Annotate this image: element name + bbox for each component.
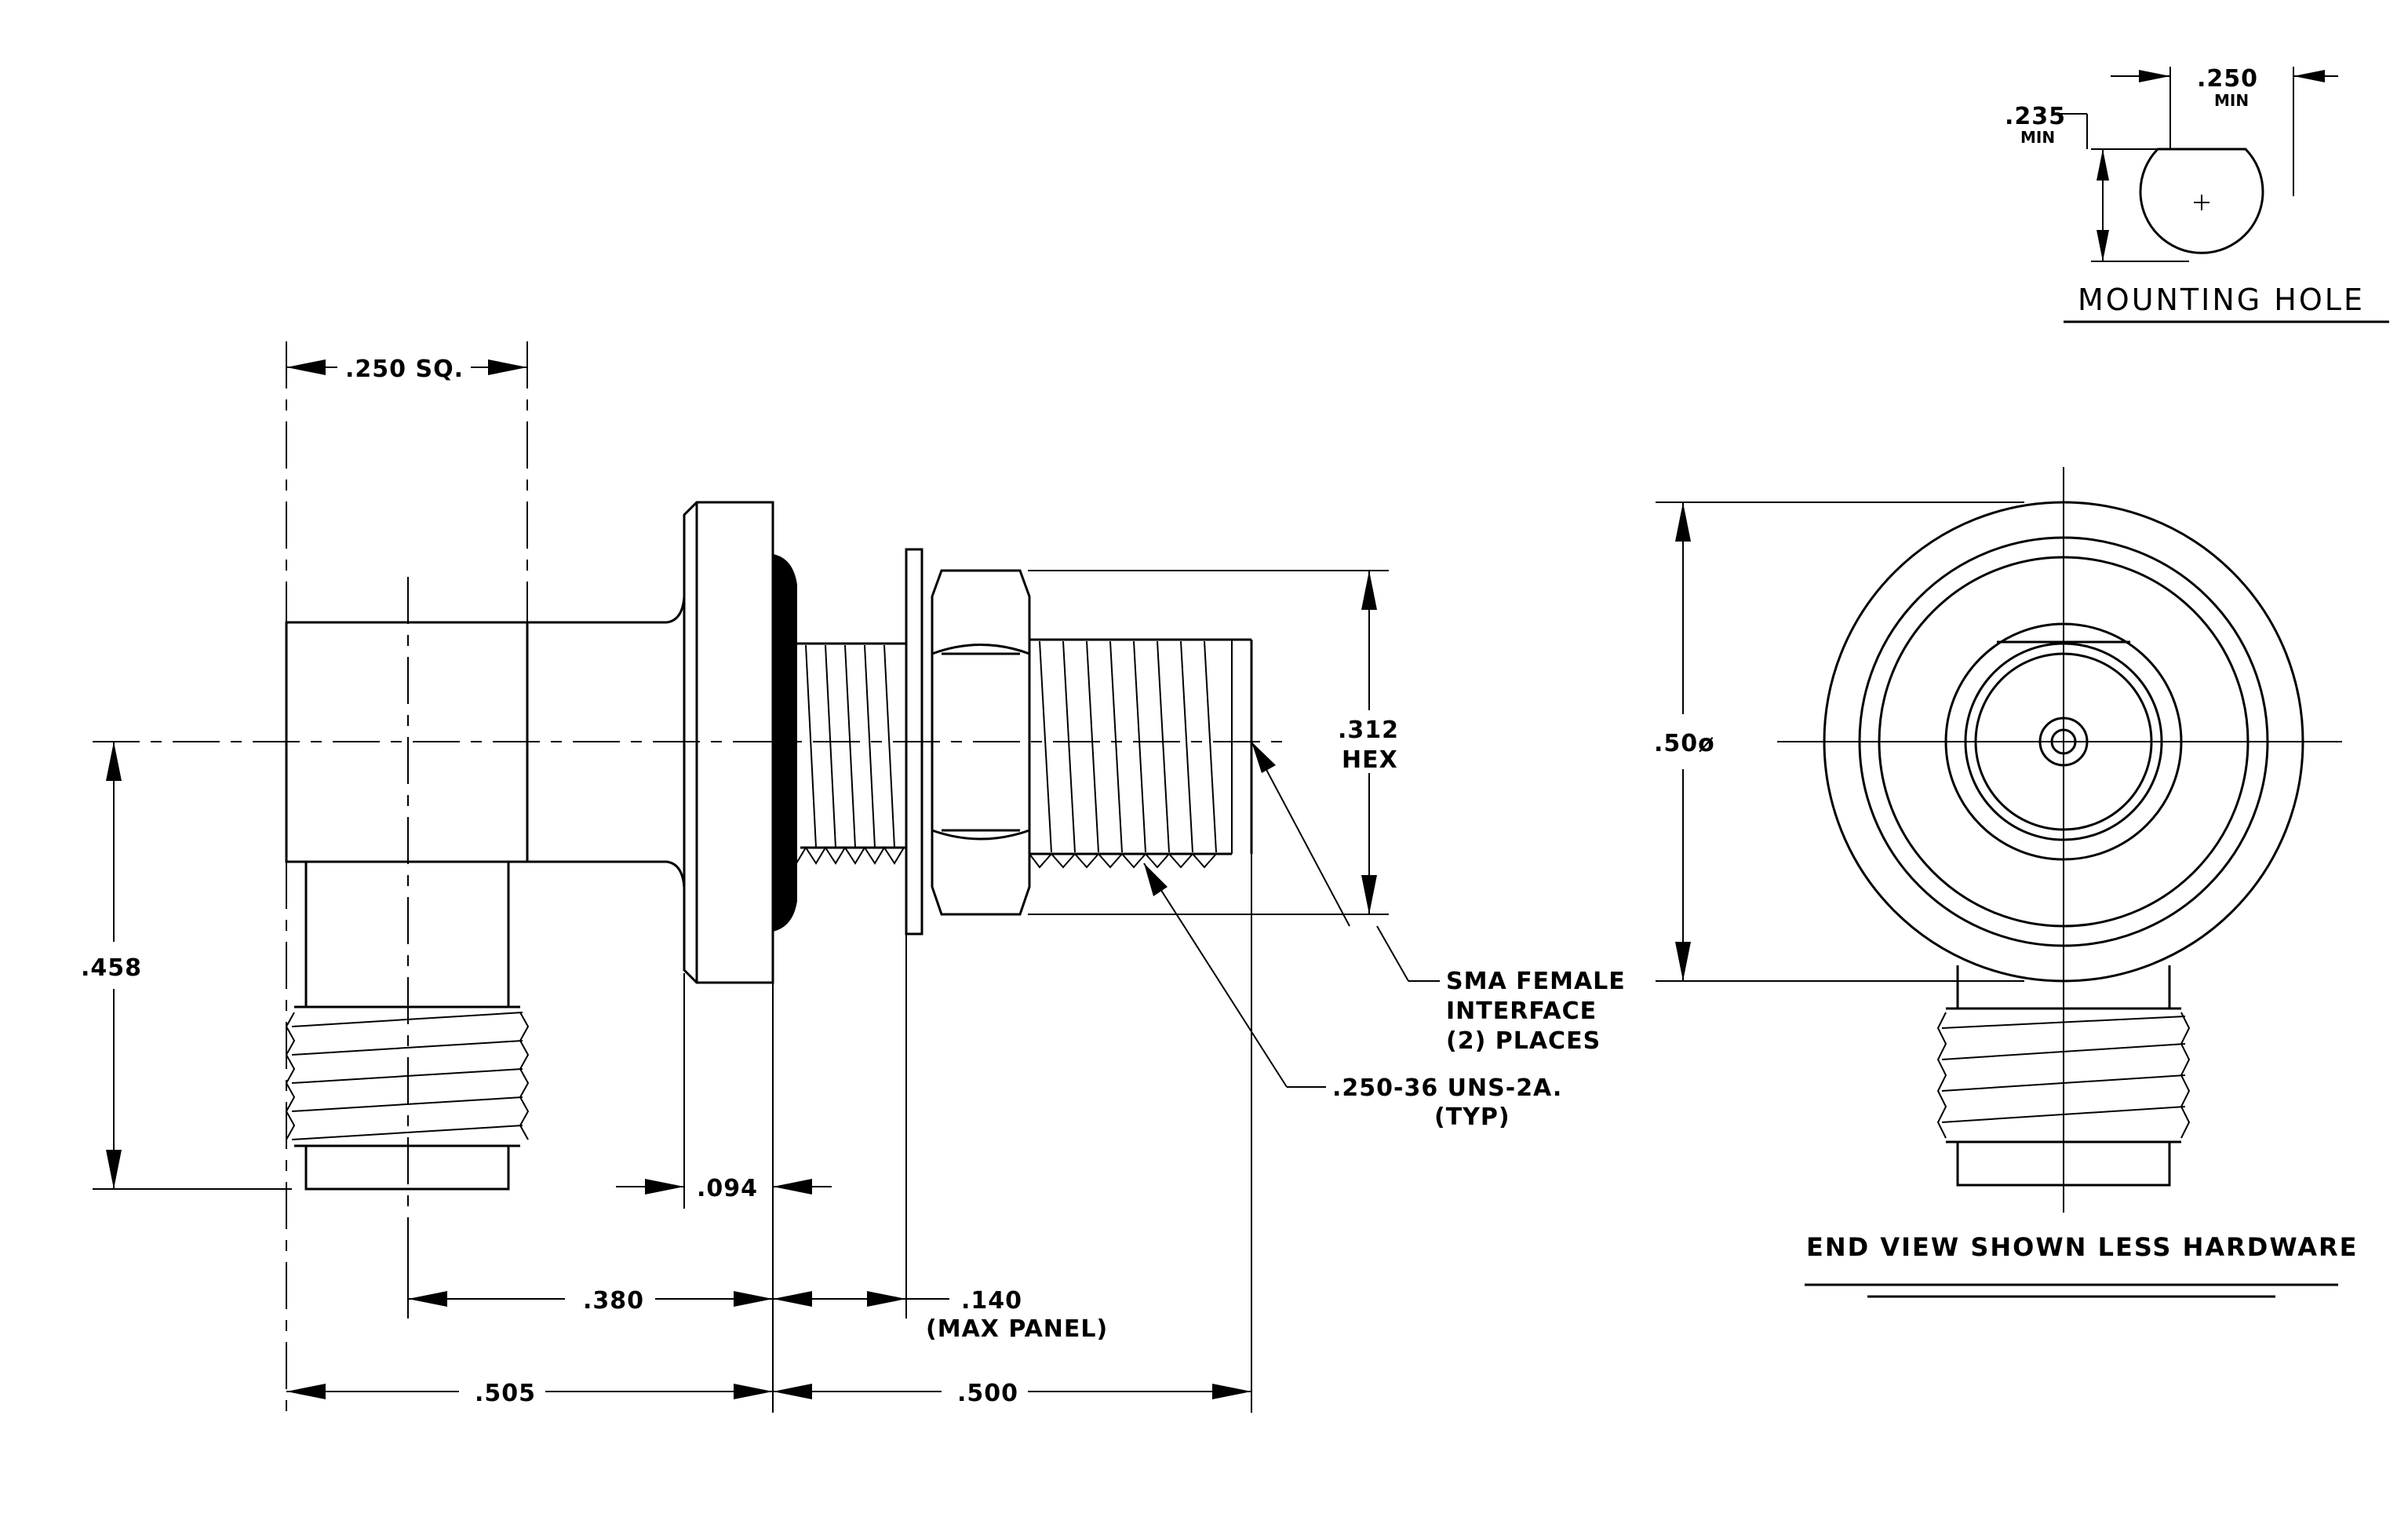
dim-505-label: .505 <box>475 1380 536 1407</box>
dim-250-sq-label: .250 SQ. <box>345 356 464 383</box>
dim-094: .094 <box>616 973 832 1413</box>
mh-width-note: MIN <box>2214 91 2249 110</box>
dim-500-label: .500 <box>957 1380 1018 1407</box>
bushing-thread-right <box>1029 638 1253 869</box>
dim-312-label: .312 <box>1338 717 1399 744</box>
leg-connector <box>285 862 530 1191</box>
callout-sma-line1: SMA FEMALE <box>1446 968 1626 995</box>
dim-50-dia-label: .50ø <box>1654 730 1715 757</box>
end-ring-4 <box>1944 622 2183 861</box>
dim-312-hex: .312 HEX <box>1028 570 1399 915</box>
mh-height-note: MIN <box>2020 128 2055 147</box>
end-outer-ring <box>1823 501 2304 983</box>
callout-sma-interface: SMA FEMALE INTERFACE (2) PLACES <box>1251 741 1626 1055</box>
mh-width-value: .250 <box>2197 65 2258 93</box>
dim-250-sq: .250 SQ. <box>286 341 528 622</box>
end-view: .50ø END VIEW SHOWN LESS HARDWARE <box>1654 467 2358 1298</box>
dim-500: .500 <box>773 854 1252 1413</box>
callout-sma-line3: (2) PLACES <box>1446 1027 1601 1055</box>
end-pin-inner <box>2050 728 2077 755</box>
end-ring-2 <box>1858 536 2269 947</box>
bushing-thread-left <box>796 642 906 865</box>
dim-140-note: (MAX PANEL) <box>926 1315 1108 1343</box>
callout-thread: .250-36 UNS-2A. (TYP) <box>1143 863 1562 1131</box>
dim-380-label: .380 <box>583 1287 644 1315</box>
callout-thread-line2: (TYP) <box>1434 1103 1510 1131</box>
dim-380: .380 <box>407 1224 773 1319</box>
dim-hex-label: HEX <box>1342 746 1398 774</box>
end-view-title: END VIEW SHOWN LESS HARDWARE <box>1806 1232 2358 1262</box>
gasket <box>772 553 797 932</box>
dim-458-label: .458 <box>81 954 142 982</box>
callout-sma-line2: INTERFACE <box>1446 998 1597 1025</box>
neck <box>527 596 686 888</box>
mounting-hole-title: MOUNTING HOLE <box>2078 283 2365 317</box>
end-ring-5 <box>1964 642 2163 841</box>
lock-washer <box>905 548 923 936</box>
dim-458: .458 <box>81 742 292 1190</box>
dim-094-label: .094 <box>697 1175 758 1202</box>
mounting-hole-shape <box>2139 148 2264 254</box>
square-body <box>285 621 529 863</box>
dim-140: .140 (MAX PANEL) <box>773 934 1108 1343</box>
mh-height-value: .235 <box>2005 103 2066 130</box>
mounting-hole-view: .250 MIN .235 MIN MOUNTING HOLE <box>2005 65 2389 323</box>
side-view: .250 SQ. .458 .094 .38 <box>81 341 1626 1413</box>
end-ring-3 <box>1878 556 2250 928</box>
end-ring-6 <box>1974 652 2153 831</box>
callout-thread-line1: .250-36 UNS-2A. <box>1332 1074 1562 1102</box>
end-pin-outer <box>2038 717 2089 767</box>
hex-nut <box>931 569 1031 916</box>
dim-140-label: .140 <box>961 1287 1022 1315</box>
dim-505: .505 <box>286 862 773 1413</box>
